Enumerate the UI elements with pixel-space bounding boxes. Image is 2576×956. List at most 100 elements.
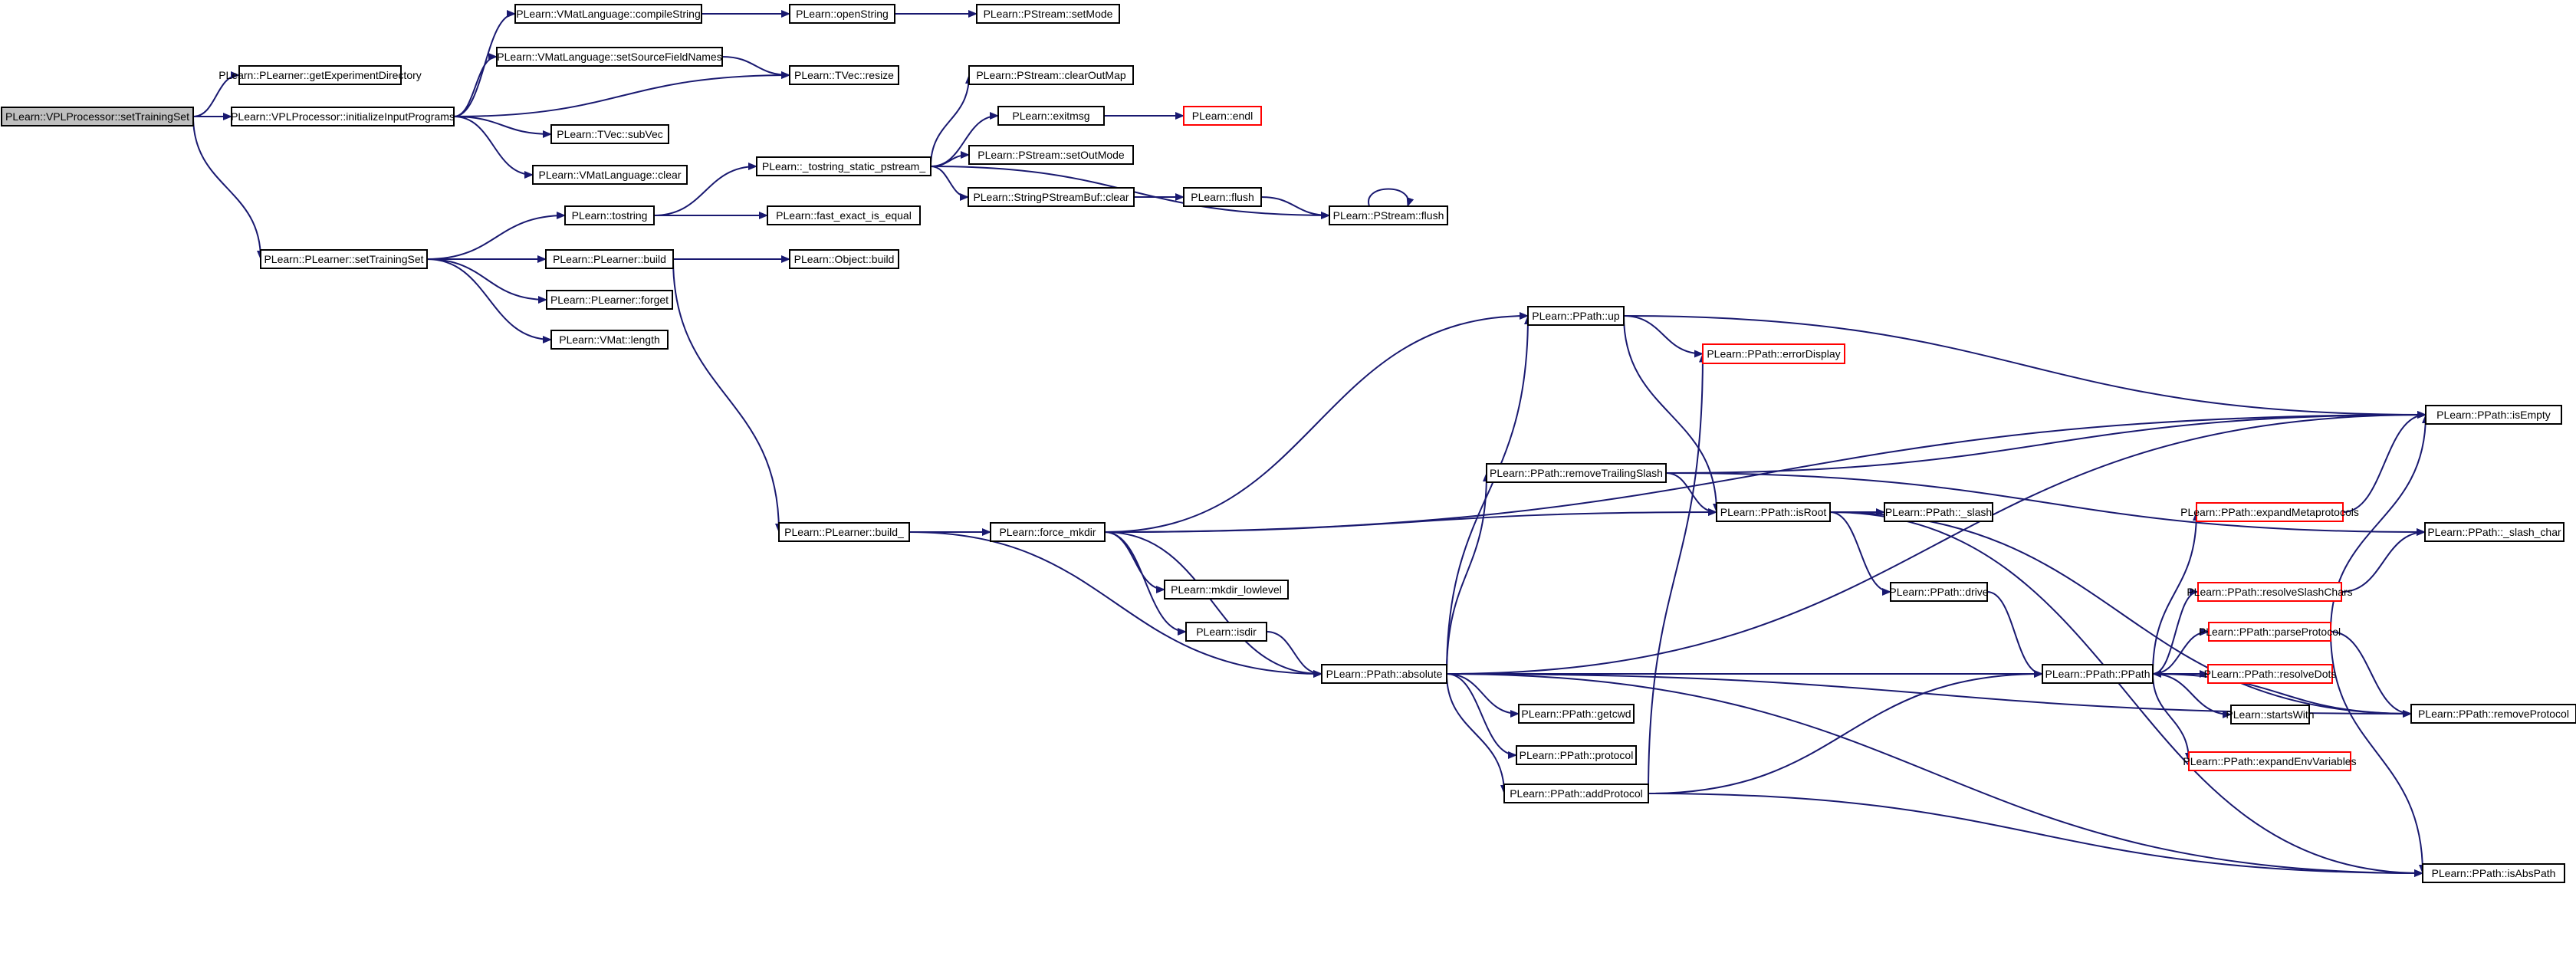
- node-box-endl[interactable]: [1183, 106, 1262, 126]
- node-box-isAbsPath[interactable]: [2422, 863, 2565, 883]
- node-vmatLength[interactable]: PLearn::VMat::length: [550, 330, 669, 350]
- node-box-fastExact[interactable]: [767, 205, 921, 225]
- node-box-absolute[interactable]: [1321, 664, 1447, 684]
- node-box-removeProtocol[interactable]: [2410, 704, 2576, 724]
- node-expandEnv[interactable]: PLearn::PPath::expandEnvVariables: [2183, 751, 2357, 771]
- node-box-subVec[interactable]: [550, 124, 669, 144]
- node-forceMkdir[interactable]: PLearn::force_mkdir: [990, 522, 1106, 542]
- node-objectBuild[interactable]: PLearn::Object::build: [789, 249, 899, 269]
- node-removeTrailingSlash[interactable]: PLearn::PPath::removeTrailingSlash: [1486, 463, 1667, 483]
- node-resolveSlash[interactable]: PLearn::PPath::resolveSlashChars: [2187, 582, 2353, 602]
- node-getExpDir[interactable]: PLearn::PLearner::getExperimentDirectory: [219, 65, 422, 85]
- node-box-expandMeta[interactable]: [2196, 502, 2344, 522]
- node-errorDisplay[interactable]: PLearn::PPath::errorDisplay: [1702, 343, 1845, 364]
- node-box-startsWith[interactable]: [2230, 705, 2310, 724]
- node-box-buildU[interactable]: [778, 522, 910, 542]
- node-up[interactable]: PLearn::PPath::up: [1527, 306, 1625, 326]
- node-removeProtocol[interactable]: PLearn::PPath::removeProtocol: [2410, 704, 2576, 724]
- node-parseProtocol[interactable]: PLearn::PPath::parseProtocol: [2199, 622, 2341, 642]
- node-openString[interactable]: PLearn::openString: [789, 4, 895, 24]
- node-box-vmatLength[interactable]: [550, 330, 669, 350]
- node-drive[interactable]: PLearn::PPath::drive: [1889, 582, 1989, 602]
- node-box-ppath[interactable]: [2042, 664, 2154, 684]
- node-box-slash[interactable]: [1884, 502, 1993, 522]
- node-box-resolveDots[interactable]: [2207, 664, 2333, 684]
- node-tostringStatic[interactable]: PLearn::_tostring_static_pstream_: [756, 156, 932, 176]
- node-box-up[interactable]: [1527, 306, 1625, 326]
- node-box-openString[interactable]: [789, 4, 895, 24]
- node-box-getcwd[interactable]: [1518, 704, 1635, 724]
- node-box-expandEnv[interactable]: [2188, 751, 2351, 771]
- node-protocol[interactable]: PLearn::PPath::protocol: [1516, 745, 1637, 765]
- node-flush[interactable]: PLearn::flush: [1183, 187, 1262, 207]
- node-box-flush[interactable]: [1183, 187, 1262, 207]
- node-expandMeta[interactable]: PLearn::PPath::expandMetaprotocols: [2180, 502, 2359, 522]
- node-startsWith[interactable]: PLearn::startsWith: [2226, 705, 2315, 724]
- node-isdir[interactable]: PLearn::isdir: [1185, 622, 1267, 642]
- node-box-setTrainingSet[interactable]: [260, 249, 428, 269]
- node-resolveDots[interactable]: PLearn::PPath::resolveDots: [2204, 664, 2337, 684]
- node-box-isdir[interactable]: [1185, 622, 1267, 642]
- node-fastExact[interactable]: PLearn::fast_exact_is_equal: [767, 205, 921, 225]
- node-mkdirLow[interactable]: PLearn::mkdir_lowlevel: [1164, 580, 1289, 600]
- node-clearOutMap[interactable]: PLearn::PStream::clearOutMap: [968, 65, 1134, 85]
- node-box-forceMkdir[interactable]: [990, 522, 1106, 542]
- node-isRoot[interactable]: PLearn::PPath::isRoot: [1716, 502, 1831, 522]
- node-setSourceFieldNames[interactable]: PLearn::VMatLanguage::setSourceFieldName…: [496, 47, 723, 67]
- node-buildU[interactable]: PLearn::PLearner::build_: [778, 522, 910, 542]
- node-pstreamFlush[interactable]: PLearn::PStream::flush: [1329, 205, 1448, 225]
- node-box-tostring[interactable]: [564, 205, 655, 225]
- node-box-slashChar[interactable]: [2424, 522, 2564, 542]
- node-box-pstreamFlush[interactable]: [1329, 205, 1448, 225]
- node-box-addProtocol[interactable]: [1503, 784, 1649, 803]
- node-endl[interactable]: PLearn::endl: [1183, 106, 1262, 126]
- node-tvecResize[interactable]: PLearn::TVec::resize: [789, 65, 899, 85]
- node-exitmsg[interactable]: PLearn::exitmsg: [997, 106, 1105, 126]
- node-box-isRoot[interactable]: [1716, 502, 1831, 522]
- node-box-isEmpty[interactable]: [2425, 405, 2562, 425]
- node-compileString[interactable]: PLearn::VMatLanguage::compileString: [514, 4, 702, 24]
- node-box-initInput[interactable]: [231, 107, 455, 126]
- node-isAbsPath[interactable]: PLearn::PPath::isAbsPath: [2422, 863, 2565, 883]
- node-setOutMode[interactable]: PLearn::PStream::setOutMode: [968, 145, 1134, 165]
- node-box-objectBuild[interactable]: [789, 249, 899, 269]
- node-subVec[interactable]: PLearn::TVec::subVec: [550, 124, 669, 144]
- node-box-parseProtocol[interactable]: [2208, 622, 2331, 642]
- node-box-removeTrailingSlash[interactable]: [1486, 463, 1667, 483]
- node-box-protocol[interactable]: [1516, 745, 1637, 765]
- node-build[interactable]: PLearn::PLearner::build: [545, 249, 674, 269]
- node-setTrainingSet[interactable]: PLearn::PLearner::setTrainingSet: [260, 249, 428, 269]
- node-box-setMode[interactable]: [976, 4, 1120, 24]
- node-slashChar[interactable]: PLearn::PPath::_slash_char: [2424, 522, 2564, 542]
- node-forget[interactable]: PLearn::PLearner::forget: [546, 290, 673, 310]
- node-box-compileString[interactable]: [514, 4, 702, 24]
- node-box-resolveSlash[interactable]: [2197, 582, 2342, 602]
- node-box-errorDisplay[interactable]: [1702, 343, 1845, 364]
- node-box-build[interactable]: [545, 249, 674, 269]
- node-ppath[interactable]: PLearn::PPath::PPath: [2042, 664, 2154, 684]
- node-box-mkdirLow[interactable]: [1164, 580, 1289, 600]
- node-box-getExpDir[interactable]: [238, 65, 402, 85]
- node-box-tostringStatic[interactable]: [756, 156, 932, 176]
- node-vmatClear[interactable]: PLearn::VMatLanguage::clear: [532, 165, 688, 185]
- node-box-setOutMode[interactable]: [968, 145, 1134, 165]
- node-root[interactable]: PLearn::VPLProcessor::setTrainingSet: [1, 107, 194, 126]
- node-box-clearOutMap[interactable]: [968, 65, 1134, 85]
- node-setMode[interactable]: PLearn::PStream::setMode: [976, 4, 1120, 24]
- node-addProtocol[interactable]: PLearn::PPath::addProtocol: [1503, 784, 1649, 803]
- node-slash[interactable]: PLearn::PPath::_slash: [1884, 502, 1993, 522]
- node-box-forget[interactable]: [546, 290, 673, 310]
- node-getcwd[interactable]: PLearn::PPath::getcwd: [1518, 704, 1635, 724]
- node-box-exitmsg[interactable]: [997, 106, 1105, 126]
- node-box-root[interactable]: [1, 107, 194, 126]
- node-absolute[interactable]: PLearn::PPath::absolute: [1321, 664, 1447, 684]
- node-box-vmatClear[interactable]: [532, 165, 688, 185]
- node-box-drive[interactable]: [1890, 582, 1988, 602]
- node-spsbClear[interactable]: PLearn::StringPStreamBuf::clear: [968, 187, 1135, 207]
- node-box-tvecResize[interactable]: [789, 65, 899, 85]
- node-isEmpty[interactable]: PLearn::PPath::isEmpty: [2425, 405, 2562, 425]
- node-tostring[interactable]: PLearn::tostring: [564, 205, 655, 225]
- node-initInput[interactable]: PLearn::VPLProcessor::initializeInputPro…: [231, 107, 455, 126]
- node-box-spsbClear[interactable]: [968, 187, 1135, 207]
- node-box-setSourceFieldNames[interactable]: [496, 47, 723, 67]
